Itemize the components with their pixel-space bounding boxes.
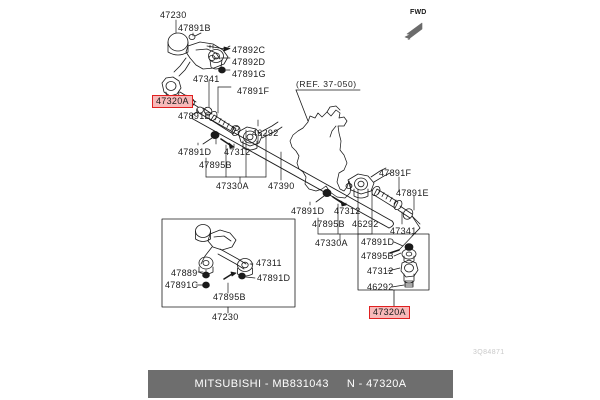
callout-47330A-right: 47330A	[315, 238, 348, 248]
fastener-47895B-right	[345, 182, 353, 189]
callout-47895B-right: 47895B	[312, 219, 345, 229]
fastener-47891D-right	[315, 188, 332, 203]
inset-left-label-47891D: 47891D	[257, 273, 291, 283]
center-link-47390	[191, 111, 394, 229]
inset-right-leader	[398, 215, 421, 251]
inset-right-label-47312: 47312	[367, 266, 394, 276]
inset-left-label-47895B: 47895B	[213, 292, 246, 302]
drawing-number: 3Q84871	[473, 349, 505, 356]
inset-left-label-47891C: 47891C	[165, 280, 199, 290]
callout-47891E-right: 47891E	[396, 188, 429, 198]
callout-47330A-left: 47330A	[216, 181, 249, 191]
right-leaders	[309, 176, 415, 225]
callout-47312-right: 47312	[334, 206, 361, 216]
bolt-47891B	[188, 32, 202, 41]
inset-left-label-47889: 47889	[171, 268, 198, 278]
inset-right-leaders	[387, 241, 405, 288]
left-center-link-knuckle	[237, 121, 283, 151]
inset-right-illustration	[389, 243, 419, 288]
right-tie-rod-end	[397, 205, 421, 225]
inset-left-box	[161, 218, 296, 314]
fwd-arrow-icon	[404, 22, 423, 40]
footer-brand-part: MITSUBISHI - MB831043	[194, 378, 329, 390]
callout-47390: 47390	[268, 181, 295, 191]
nut-47891G	[218, 66, 226, 74]
inset-left-label-47311: 47311	[256, 258, 282, 268]
steering-gear-reference-outline	[289, 105, 352, 199]
inset-left-illustration	[195, 224, 253, 289]
fastener-47891D-left	[202, 130, 220, 145]
footer-bar: MITSUBISHI - MB831043 N - 47320A	[148, 370, 453, 398]
inset-left-caption: 47230	[212, 312, 239, 322]
callout-47891B: 47891B	[178, 23, 211, 33]
callout-47341-right: 47341	[390, 226, 417, 236]
callout-47230-top: 47230	[160, 10, 187, 20]
fastener-47312-left	[220, 138, 235, 149]
left-leaders	[197, 119, 282, 181]
reference-leader	[295, 89, 361, 122]
callout-47892D: 47892D	[232, 57, 266, 67]
nut-47891E	[196, 106, 204, 114]
inset-left-leaders	[195, 263, 256, 294]
inset-right-box	[357, 233, 430, 307]
inset-right-label-46292: 46292	[367, 282, 394, 292]
upper-pitman-arm-assembly	[167, 32, 229, 77]
bolt-47892C	[206, 44, 231, 52]
footer-node-part: N - 47320A	[346, 378, 407, 390]
callout-47312-left: 47312	[224, 147, 251, 157]
washer-47892D	[208, 55, 221, 62]
callout-47892C: 47892C	[232, 45, 266, 55]
top-leaders	[172, 19, 232, 114]
right-center-link-knuckle	[347, 167, 391, 199]
callout-47341-left: 47341	[193, 74, 220, 84]
inset-right-label-47895B: 47895B	[361, 251, 394, 261]
callout-47895B-left: 47895B	[199, 160, 232, 170]
callout-47891D-left: 47891D	[178, 147, 212, 157]
fastener-47312-right	[332, 196, 347, 207]
callout-47891D-right: 47891D	[291, 206, 325, 216]
reference-note: (REF. 37-050)	[296, 79, 357, 89]
callout-47891E-left: 47891E	[178, 111, 211, 121]
callout-47891F-left: 47891F	[237, 86, 270, 96]
callout-46292-right: 46292	[352, 219, 379, 229]
fwd-label: FWD	[410, 9, 427, 16]
callout-46292-left: 46292	[252, 128, 279, 138]
fastener-47895B-left	[232, 125, 240, 132]
inset-right-caption: 47320A	[369, 306, 410, 319]
bracket-47330A-left	[205, 129, 267, 184]
callout-47320A-left: 47320A	[152, 95, 193, 108]
inset-right-label-47891D: 47891D	[361, 237, 395, 247]
callout-47891G: 47891G	[232, 69, 266, 79]
callout-47891F-right: 47891F	[379, 168, 412, 178]
